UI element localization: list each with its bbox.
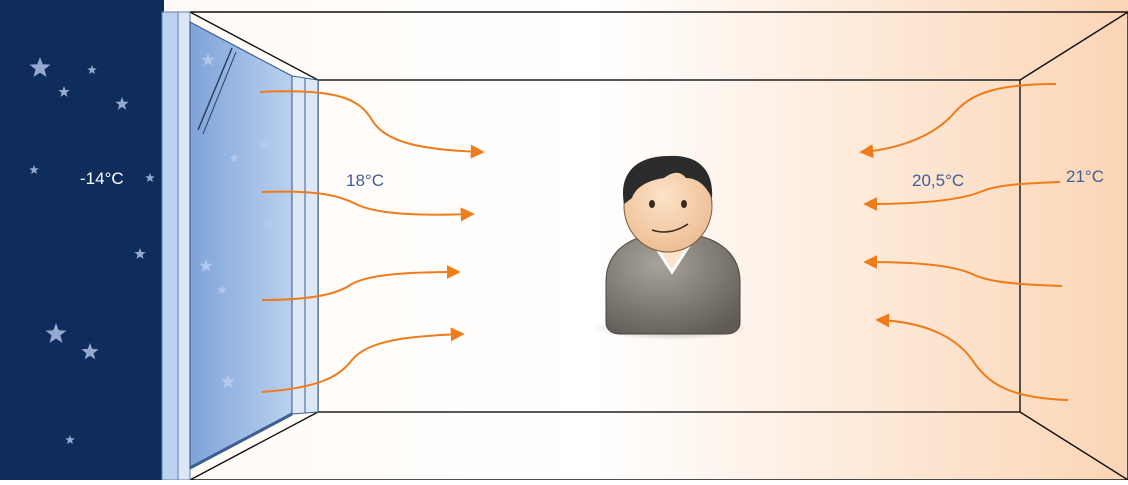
outside-temperature-label: -14°C	[80, 169, 124, 188]
wall-temperature-label: 21°C	[1066, 167, 1104, 186]
window-frame-outer	[162, 12, 178, 480]
inner-air-temperature-label: 20,5°C	[912, 171, 964, 190]
window-frame-inner	[178, 12, 190, 480]
night-sky	[0, 0, 164, 480]
window-air-temperature-label: 18°C	[346, 171, 384, 190]
window-glass	[190, 22, 292, 468]
